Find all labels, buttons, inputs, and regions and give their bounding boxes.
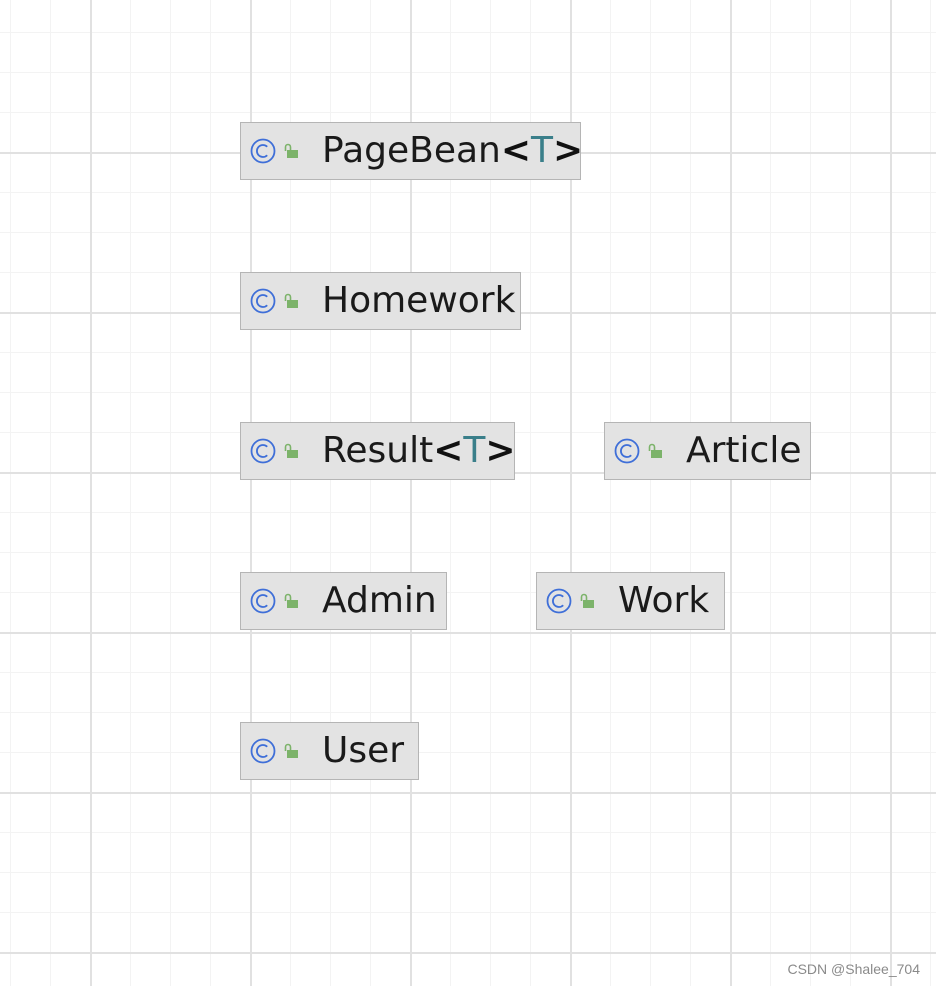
class-name: Result bbox=[322, 430, 434, 471]
class-name: Homework bbox=[322, 280, 516, 321]
watermark: CSDN @Shalee_704 bbox=[787, 961, 920, 977]
class-node-article[interactable]: Article bbox=[604, 422, 811, 480]
generic-open-bracket: < bbox=[500, 130, 532, 171]
public-lock-icon bbox=[284, 593, 298, 608]
public-lock-icon bbox=[284, 443, 298, 458]
type-parameter: T bbox=[463, 430, 486, 471]
class-node-work[interactable]: Work bbox=[536, 572, 725, 630]
public-lock-icon bbox=[284, 293, 298, 308]
class-name: PageBean bbox=[322, 130, 501, 171]
public-lock-icon bbox=[580, 593, 594, 608]
class-node-pagebean[interactable]: PageBean<T> bbox=[240, 122, 584, 180]
class-node-homework[interactable]: Homework bbox=[240, 272, 521, 330]
class-icon bbox=[614, 438, 640, 464]
public-lock-icon bbox=[284, 143, 298, 158]
class-name: User bbox=[322, 730, 405, 771]
class-name: Work bbox=[618, 580, 710, 621]
class-name: Admin bbox=[322, 580, 437, 621]
type-parameter: T bbox=[531, 130, 554, 171]
class-node-result[interactable]: Result<T> bbox=[240, 422, 516, 480]
class-name: Article bbox=[686, 430, 802, 471]
class-icon bbox=[250, 138, 276, 164]
class-icon bbox=[250, 738, 276, 764]
generic-close-bracket: > bbox=[553, 130, 584, 171]
public-lock-icon bbox=[648, 443, 662, 458]
class-icon bbox=[546, 588, 572, 614]
public-lock-icon bbox=[284, 743, 298, 758]
class-node-user[interactable]: User bbox=[240, 722, 419, 780]
class-icon bbox=[250, 288, 276, 314]
generic-close-bracket: > bbox=[485, 430, 516, 471]
class-icon bbox=[250, 438, 276, 464]
class-icon bbox=[250, 588, 276, 614]
class-node-admin[interactable]: Admin bbox=[240, 572, 447, 630]
generic-open-bracket: < bbox=[433, 430, 464, 471]
